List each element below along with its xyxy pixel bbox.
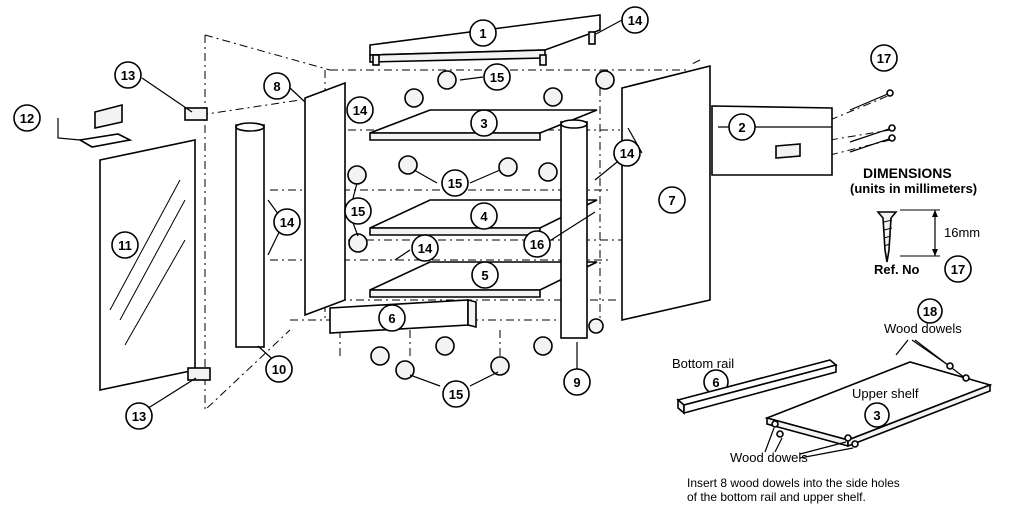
left-side-panel [304,81,346,317]
svg-text:11: 11 [118,238,132,253]
svg-text:10: 10 [272,362,286,377]
handle-base-plate [77,133,133,148]
callout-10: 10 [265,355,293,383]
callout-2: 2 [728,113,756,141]
callout-14-d: 14 [273,208,301,236]
callout-8: 8 [263,72,291,100]
svg-text:15: 15 [448,176,462,191]
svg-text:12: 12 [20,111,34,126]
svg-text:16: 16 [530,237,544,252]
ref-number: 17 [951,262,965,277]
svg-text:4: 4 [480,209,488,224]
callout-9: 9 [563,368,591,396]
instruction-line-2: of the bottom rail and upper shelf. [687,490,866,504]
svg-text:14: 14 [353,103,368,118]
detail-callout-18: 18 [923,304,937,319]
callout-17-top: 17 [870,44,898,72]
ref-label: Ref. No [874,262,920,277]
callout-7: 7 [658,186,686,214]
dimensions-inset: DIMENSIONS (units in millimeters) 16mm R… [850,165,980,283]
callout-14-top: 14 [621,6,649,34]
callout-5: 5 [471,261,499,289]
front-post-left [235,124,265,348]
svg-text:14: 14 [620,146,635,161]
cam-fittings [347,70,615,380]
svg-text:7: 7 [668,193,675,208]
callout-14-b: 14 [346,96,374,124]
svg-text:15: 15 [490,70,504,85]
svg-text:14: 14 [280,215,295,230]
callout-14-e: 14 [411,234,439,262]
callout-15-a: 15 [483,63,511,91]
callout-3: 3 [470,109,498,137]
callout-15-b: 15 [441,169,469,197]
upper-shelf-label: Upper shelf [852,386,919,401]
svg-text:6: 6 [388,311,395,326]
wood-dowels-bottom-label: Wood dowels [730,450,808,465]
back-panel [711,105,833,176]
callout-1: 1 [469,19,497,47]
svg-text:17: 17 [877,51,891,66]
dimensions-subtitle: (units in millimeters) [850,181,977,196]
callout-11: 11 [111,231,139,259]
svg-text:9: 9 [573,375,580,390]
dowel-detail-inset: 18 Wood dowels Bottom rail 6 Upper shelf… [672,298,993,465]
bottom-rail-label: Bottom rail [672,356,734,371]
callout-4: 4 [470,202,498,230]
instruction-line-1: Insert 8 wood dowels into the side holes [687,476,900,490]
dimensions-title: DIMENSIONS [863,165,952,181]
hinge-bottom [187,367,211,381]
callout-16: 16 [523,230,551,258]
svg-text:15: 15 [449,387,463,402]
svg-text:2: 2 [738,120,745,135]
svg-text:13: 13 [132,409,146,424]
dowel-pins [372,31,596,66]
callout-13-bottom: 13 [125,402,153,430]
callout-6: 6 [378,304,406,332]
svg-text:8: 8 [273,79,280,94]
callout-12: 12 [13,104,41,132]
door-handle-part [94,103,123,129]
svg-text:15: 15 [351,204,365,219]
screw-length: 16mm [944,225,980,240]
rear-post [560,121,588,339]
svg-text:3: 3 [873,408,880,423]
svg-text:3: 3 [480,116,487,131]
wood-dowels-top-label: Wood dowels [884,321,962,336]
svg-text:6: 6 [712,375,719,390]
screws-right [849,89,896,153]
svg-text:14: 14 [628,13,643,28]
svg-text:5: 5 [481,268,488,283]
svg-text:1: 1 [479,26,486,41]
svg-text:13: 13 [121,68,135,83]
callout-13-top: 13 [114,61,142,89]
glass-door-panel [99,139,196,391]
callout-15-d: 15 [442,380,470,408]
callout-15-c: 15 [344,197,372,225]
svg-text:14: 14 [418,241,433,256]
callout-14-c: 14 [613,139,641,167]
